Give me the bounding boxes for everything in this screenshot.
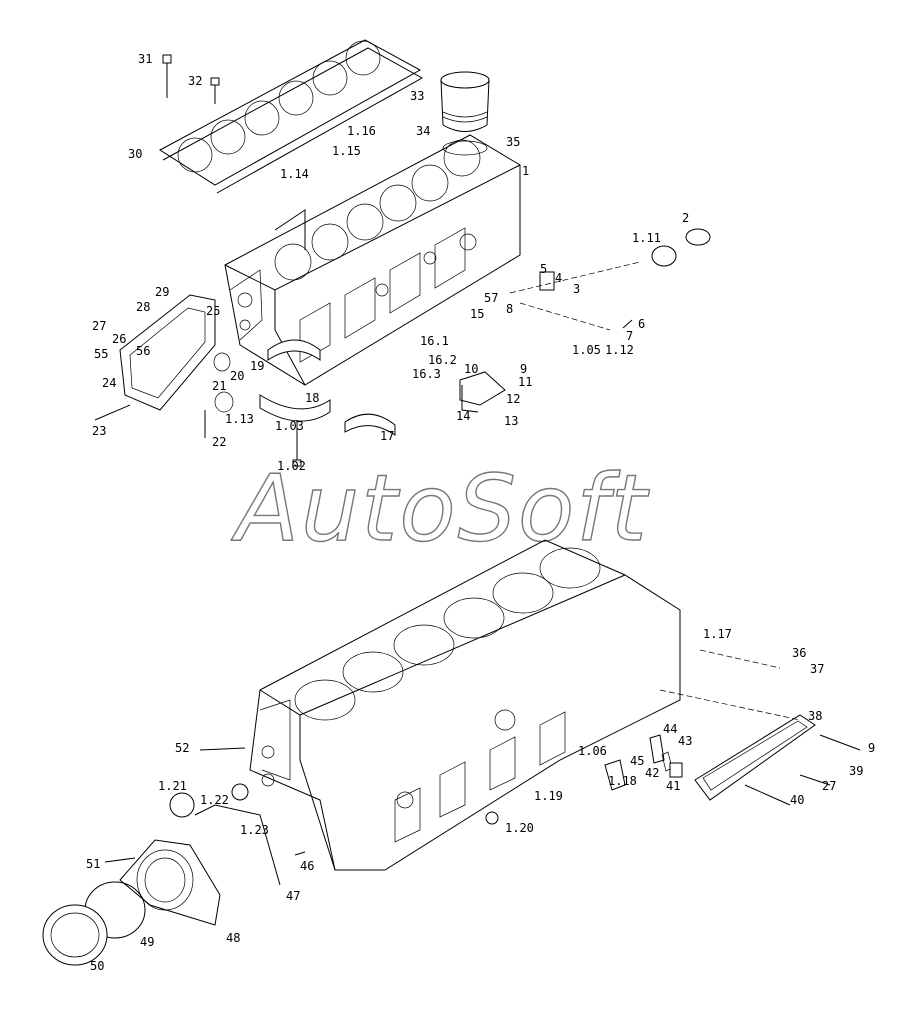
callout: 45 — [630, 754, 644, 768]
callout: 49 — [140, 935, 154, 949]
callout: 51 — [86, 857, 100, 871]
callout: 8 — [506, 302, 513, 316]
callout: 9 — [868, 741, 875, 755]
callout: 56 — [136, 344, 150, 358]
callout: 19 — [250, 359, 264, 373]
callout: 4 — [555, 271, 562, 285]
upper-engine-block — [224, 134, 521, 386]
callout: 15 — [470, 307, 484, 321]
callout: 3 — [573, 282, 580, 296]
callout: 9 — [520, 362, 527, 376]
callout: 40 — [790, 793, 804, 807]
callout: 20 — [230, 369, 244, 383]
callout: 1.03 — [275, 419, 304, 433]
callout: 5 — [540, 262, 547, 276]
callout: 46 — [300, 859, 314, 873]
callout: 1.02 — [277, 459, 306, 473]
callout: 35 — [506, 135, 520, 149]
callout: 27 — [92, 319, 106, 333]
callout: 1.12 — [605, 343, 634, 357]
valve-spring-parts — [604, 734, 683, 791]
callout: 47 — [286, 889, 300, 903]
callout: 1.23 — [240, 823, 269, 837]
callout: 6 — [638, 317, 645, 331]
callout: 21 — [212, 379, 226, 393]
callout: 11 — [518, 375, 532, 389]
callout: 16.1 — [420, 334, 449, 348]
callout: 52 — [175, 741, 189, 755]
callout: 14 — [456, 409, 470, 423]
callout: 29 — [155, 285, 169, 299]
callout: 13 — [504, 414, 518, 428]
bearing-bolts — [94, 404, 302, 467]
callout: 1.20 — [505, 821, 534, 835]
callout: 24 — [102, 376, 116, 390]
callout: 1.21 — [158, 779, 187, 793]
callout: 1.18 — [608, 774, 637, 788]
head-bolts — [162, 54, 220, 104]
callout: 38 — [808, 709, 822, 723]
callout: 1.05 — [572, 343, 601, 357]
callout: 48 — [226, 931, 240, 945]
callout-labels: 31 32 30 33 1.16 34 35 1.15 1.14 1 2 1.1… — [86, 52, 875, 973]
callout: 1.22 — [200, 793, 229, 807]
callout: 26 — [112, 332, 126, 346]
callout: 57 — [484, 291, 498, 305]
callout: 1.17 — [703, 627, 732, 641]
callout: 10 — [464, 362, 478, 376]
callout: 22 — [212, 435, 226, 449]
callout: 55 — [94, 347, 108, 361]
callout: 32 — [188, 74, 202, 88]
callout: 25 — [206, 304, 220, 318]
lower-engine-block — [249, 539, 681, 871]
callout: 17 — [380, 429, 394, 443]
rear-seal-housing — [42, 747, 499, 966]
callout: 23 — [92, 424, 106, 438]
callout: 42 — [645, 766, 659, 780]
callout: 30 — [128, 147, 142, 161]
main-bearing-caps — [213, 339, 396, 436]
callout: 16.3 — [412, 367, 441, 381]
callout: 41 — [666, 779, 680, 793]
callout: 18 — [305, 391, 319, 405]
callout: 31 — [138, 52, 152, 66]
cylinder-liner — [440, 71, 490, 156]
callout: 1.16 — [347, 124, 376, 138]
callout: 27 — [822, 779, 836, 793]
cylinder-head-gasket — [159, 39, 424, 194]
bracket — [459, 371, 506, 413]
callout: 28 — [136, 300, 150, 314]
callout: 44 — [663, 722, 677, 736]
callout: 2 — [682, 211, 689, 225]
callout: 43 — [678, 734, 692, 748]
callout: 37 — [810, 662, 824, 676]
side-cover — [659, 649, 861, 806]
callout: 1.11 — [632, 231, 661, 245]
rear-gear-housing-gasket — [119, 294, 216, 411]
callout: 1.06 — [578, 744, 607, 758]
callout: 1.19 — [534, 789, 563, 803]
callout: 12 — [506, 392, 520, 406]
callout: 34 — [416, 124, 430, 138]
callout: 33 — [410, 89, 424, 103]
watermark: AutoSoft — [231, 455, 650, 562]
callout: 7 — [626, 329, 633, 343]
callout: 50 — [90, 959, 104, 973]
callout: 16.2 — [428, 353, 457, 367]
oil-cooler-plug — [509, 228, 711, 331]
callout: 36 — [792, 646, 806, 660]
callout: 1.14 — [280, 167, 309, 181]
callout: 39 — [849, 764, 863, 778]
callout: 1.15 — [332, 144, 361, 158]
callout: 1 — [522, 164, 529, 178]
callout: 1.13 — [225, 412, 254, 426]
